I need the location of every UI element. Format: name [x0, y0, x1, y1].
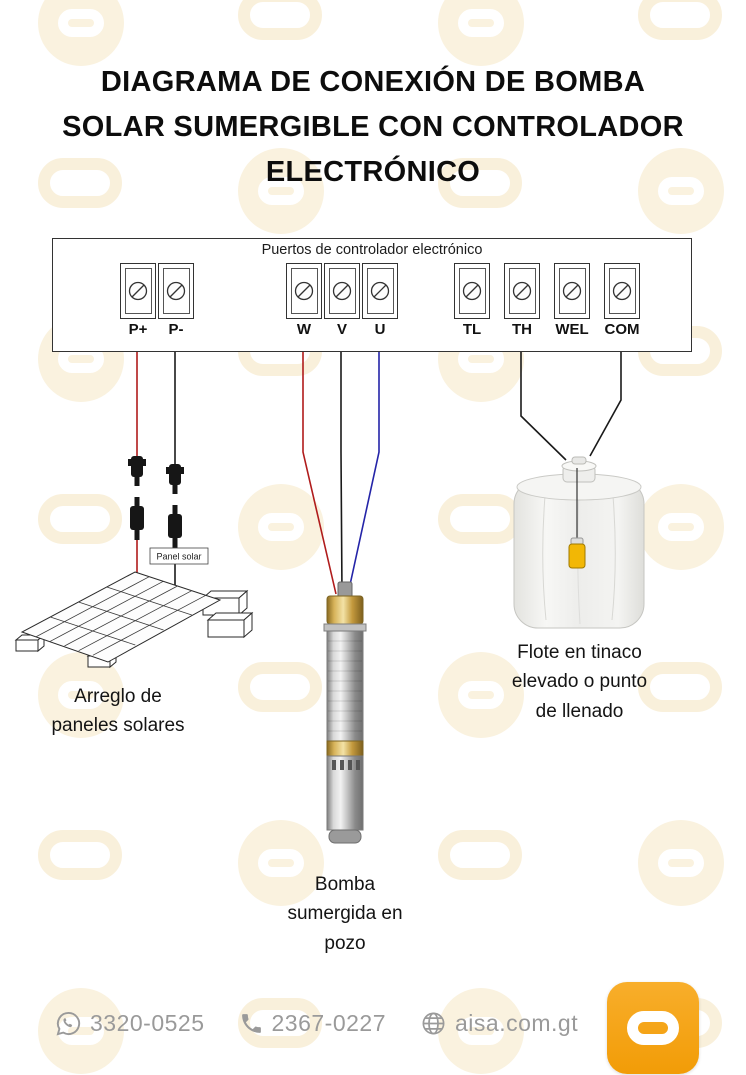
watermark-logo	[638, 0, 722, 40]
watermark-logo	[438, 494, 522, 544]
footer: 3320-0525 2367-0227 aisa.com.gt	[55, 1006, 578, 1040]
phone-icon	[241, 1013, 261, 1033]
watermark-ring-icon	[258, 513, 304, 541]
terminal-housing	[504, 263, 540, 319]
screw-terminal-icon	[366, 268, 394, 314]
brand-logo-ring-icon	[627, 1011, 679, 1045]
terminal-p-plus: P+	[119, 263, 157, 338]
watermark-ring-icon	[658, 849, 704, 877]
terminal-label: TH	[512, 321, 532, 338]
screw-terminal-icon	[328, 268, 356, 314]
page-title: DIAGRAMA DE CONEXIÓN DE BOMBA SOLAR SUME…	[62, 66, 684, 188]
watermark-logo	[438, 988, 524, 1074]
terminal-u: U	[361, 263, 399, 338]
footer-whatsapp: 3320-0525	[55, 1010, 205, 1037]
footer-website: aisa.com.gt	[420, 1010, 578, 1037]
terminal-com: COM	[603, 263, 641, 338]
footer-phone: 2367-0227	[239, 1010, 387, 1037]
terminal-label: COM	[604, 321, 640, 338]
terminal-label: WEL	[555, 321, 589, 338]
watermark-ring-icon	[658, 177, 704, 205]
watermark-logo	[638, 148, 724, 234]
terminal-w: W	[285, 263, 323, 338]
watermark-logo	[38, 494, 122, 544]
terminal-label: V	[336, 321, 347, 338]
globe-icon	[422, 1012, 445, 1034]
terminal-v: V	[323, 263, 361, 338]
watermark-ring-icon	[458, 681, 504, 709]
terminal-label: TL	[462, 321, 482, 338]
watermark-logo	[638, 662, 722, 712]
terminal-housing	[286, 263, 322, 319]
watermark-ring-icon	[58, 681, 104, 709]
terminal-housing	[454, 263, 490, 319]
terminal-label: P-	[168, 321, 184, 338]
watermark-logo	[238, 0, 322, 40]
terminal-label: P+	[128, 321, 148, 338]
watermark-logo	[238, 998, 322, 1048]
screw-terminal-icon	[558, 268, 586, 314]
terminal-wel: WEL	[553, 263, 591, 338]
watermark-logo	[238, 148, 324, 234]
watermark-logo	[638, 820, 724, 906]
watermark-ring-icon	[58, 9, 104, 37]
terminal-p-minus: P-	[157, 263, 195, 338]
terminal-housing	[554, 263, 590, 319]
watermark-ring-icon	[258, 849, 304, 877]
terminal-housing	[324, 263, 360, 319]
pump-label: Bomba sumergida en pozo	[287, 874, 403, 954]
watermark-logo	[238, 484, 324, 570]
screw-terminal-icon	[162, 268, 190, 314]
terminal-tl: TL	[453, 263, 491, 338]
watermark-logo	[438, 830, 522, 880]
whatsapp-icon	[56, 1011, 81, 1035]
footer-url: aisa.com.gt	[455, 1009, 579, 1036]
screw-terminal-icon	[608, 268, 636, 314]
watermark-logo	[438, 652, 524, 738]
watermark-logo	[38, 0, 124, 66]
watermark-ring-icon	[58, 1017, 104, 1045]
screw-terminal-icon	[508, 268, 536, 314]
screw-terminal-icon	[458, 268, 486, 314]
watermark-ring-icon	[658, 513, 704, 541]
controller-ports-box: Puertos de controlador electrónico P+ P-…	[52, 238, 692, 352]
terminal-housing	[120, 263, 156, 319]
solar-array-label: Arreglo de paneles solares	[51, 686, 185, 737]
watermark-ring-icon	[458, 1017, 504, 1045]
terminal-label: W	[296, 321, 312, 338]
watermark-logo	[438, 0, 524, 66]
watermark-logo	[638, 484, 724, 570]
terminal-housing	[158, 263, 194, 319]
watermark-ring-icon	[258, 177, 304, 205]
screw-terminal-icon	[124, 268, 152, 314]
watermark-logo	[38, 830, 122, 880]
watermark-logo	[38, 158, 122, 208]
watermark-logo	[238, 820, 324, 906]
float-label: Flote en tinaco elevado o punto de llena…	[511, 642, 648, 722]
terminal-housing	[604, 263, 640, 319]
terminal-housing	[362, 263, 398, 319]
watermark-logo	[238, 662, 322, 712]
terminal-th: TH	[503, 263, 541, 338]
footer-phone-2: 2367-0227	[271, 1009, 386, 1036]
footer-phone-1: 3320-0525	[90, 1009, 205, 1036]
watermark-logo	[38, 988, 124, 1074]
controller-box-label: Puertos de controlador electrónico	[261, 242, 483, 258]
brand-logo	[607, 982, 699, 1074]
watermark-ring-icon	[458, 9, 504, 37]
screw-terminal-icon	[290, 268, 318, 314]
terminal-label: U	[374, 321, 386, 338]
